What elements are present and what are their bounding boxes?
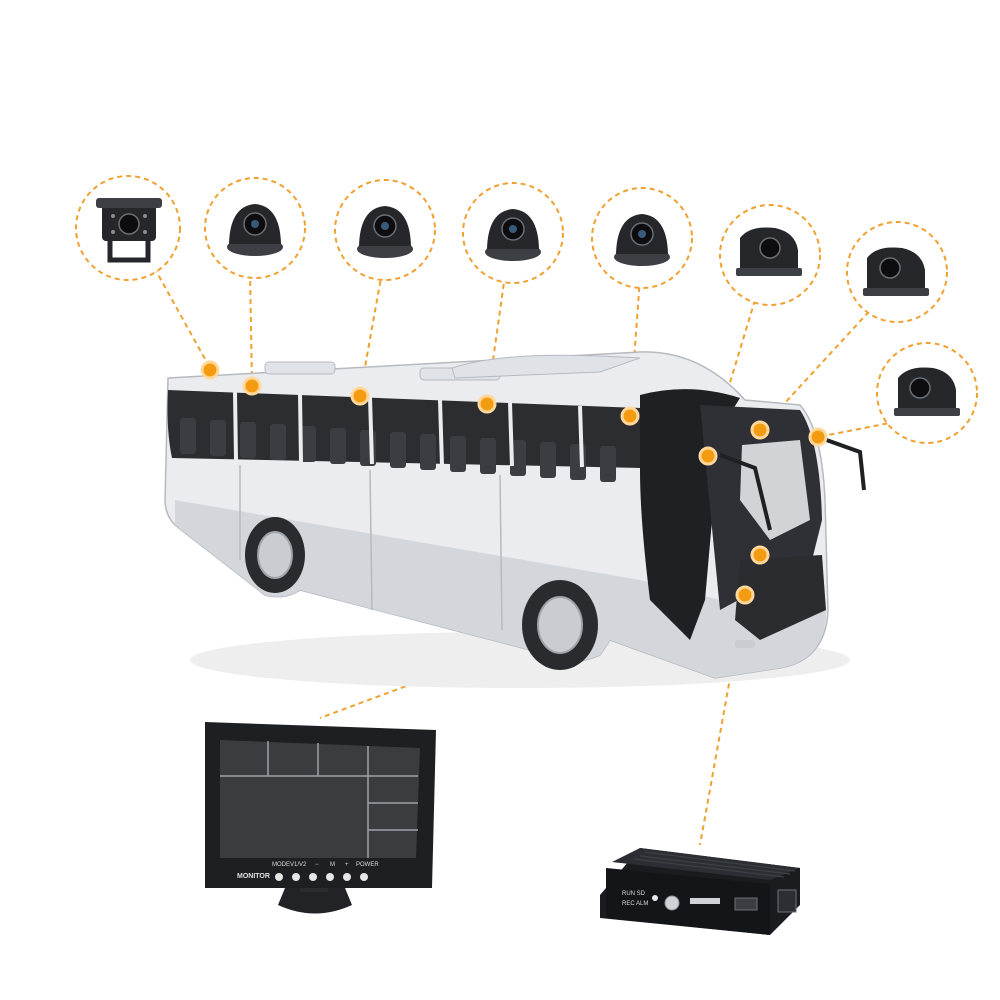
mount-point-4 [477,394,497,414]
mount-point-3 [350,386,370,406]
monitor-button-label: POWER [356,862,379,868]
camera-7-side [846,221,948,323]
camera-5-dome [591,187,693,289]
lead-line-8 [817,419,906,438]
monitor-button [326,873,334,881]
dome-camera-icon [227,204,283,256]
bus-illustration [164,351,866,688]
dome-camera-icon [614,214,670,266]
dvr-indicator [652,895,658,901]
side-camera-icon [894,367,960,416]
side-camera-icon [736,227,802,276]
mount-point-monitor [750,545,770,565]
camera-8-side [876,342,978,444]
mount-point-1 [200,360,220,380]
mobile-dvr-icon: RUN SD REC ALM [600,848,800,935]
monitor-buttons: MODE V1/V2 − M + POWER [272,862,379,881]
dvr-port [734,897,758,911]
monitor-button-label: MODE [272,862,290,868]
monitor-button [343,873,351,881]
monitor-button [360,873,368,881]
dome-camera-icon [357,206,413,258]
camera-6-side [719,204,821,306]
dvr-status-label: RUN SD [622,891,646,897]
lead-line-4 [486,274,506,404]
dvr-sd-slot [690,898,720,904]
mount-point-2 [242,376,262,396]
monitor-brand-label: MONITOR [237,873,270,880]
lead-line-1 [149,259,211,369]
seats [180,418,616,482]
monitor-button-label: M [330,862,335,868]
monitor-button [292,873,300,881]
window-pillars [233,391,584,468]
camera-3-dome [334,179,436,281]
dvr-side-port [777,889,797,913]
lead-line-dvr [699,594,746,846]
lead-line-2 [249,271,253,386]
mount-point-dvr [735,585,755,605]
monitor-icon: MONITOR MODE V1/V2 − M + POWER [205,722,436,914]
box-camera-icon [96,198,162,263]
monitor-button [309,873,317,881]
monitor-button-label: + [345,862,349,868]
dvr-heatsink-fins [633,851,796,878]
mount-point-5 [620,406,640,426]
camera-mount-points [200,360,828,605]
mount-point-7 [750,420,770,440]
mount-point-8 [808,427,828,447]
dvr-lock [664,895,680,911]
split-screen-grid [220,741,418,858]
camera-2-dome [204,177,306,279]
dome-camera-icon [485,209,541,261]
monitor-button [275,873,283,881]
mount-point-6 [698,446,718,466]
monitor-button-label: − [315,862,319,868]
side-camera-icon [863,247,929,296]
dvr-status-label: REC ALM [622,901,648,907]
lead-line-3 [359,271,383,396]
lead-line-5 [629,277,641,416]
camera-4-dome [462,182,564,284]
monitor-button-label: V1/V2 [290,862,307,868]
camera-1-box [75,175,181,281]
lead-line-7 [759,304,876,431]
